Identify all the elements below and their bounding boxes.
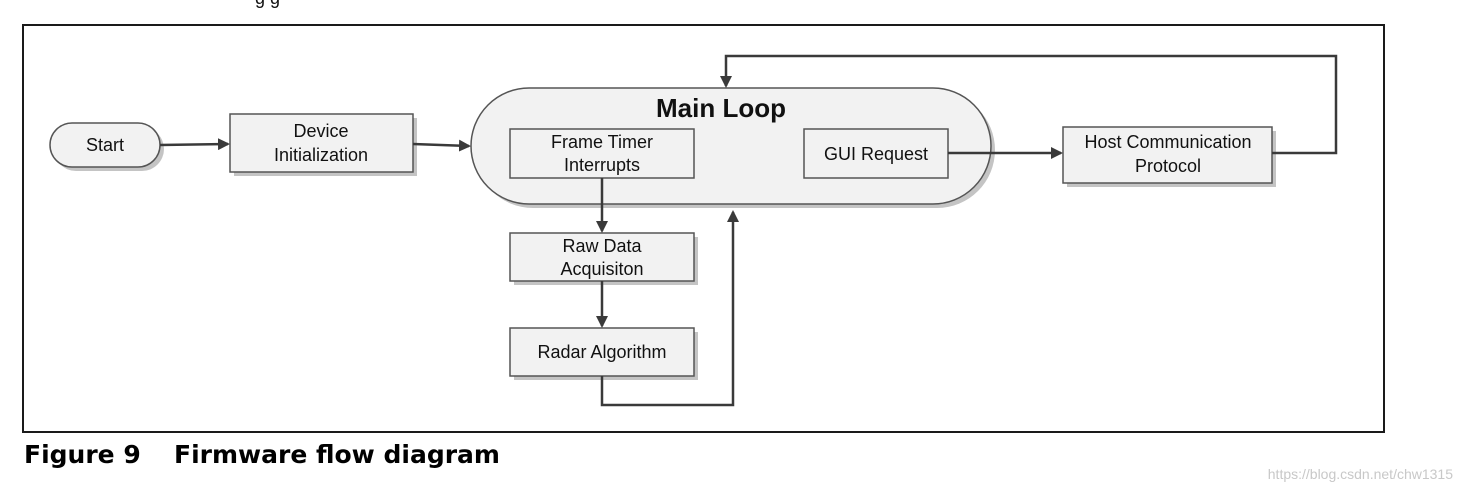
raw-data-node: [509, 232, 695, 282]
arrow-host-comm-back-to-main-loop: [720, 54, 1338, 155]
arrow-init-to-main-loop: [412, 139, 471, 152]
radar-algorithm-label: Radar Algorithm: [537, 342, 666, 362]
main-loop-title: Main Loop: [656, 93, 786, 123]
frame-timer-label-line2: Interrupts: [564, 155, 640, 175]
frame-timer-node: [509, 128, 695, 179]
raw-data-label-line1: Raw Data: [562, 236, 642, 256]
host-comm-label-line2: Protocol: [1135, 156, 1201, 176]
raw-data-label-line2: Acquisiton: [560, 259, 643, 279]
figure-number: Figure 9: [24, 440, 141, 469]
device-init-label-line2: Initialization: [274, 145, 368, 165]
diagram-frame: [22, 24, 1385, 433]
figure-title: Firmware flow diagram: [174, 440, 500, 469]
radar-algorithm-node: [509, 327, 695, 377]
host-comm-label-line1: Host Communication: [1084, 132, 1251, 152]
figure-caption: Figure 9 Firmware flow diagram: [24, 440, 500, 469]
firmware-flow-diagram: g g Start Device Initialization Main Loo…: [22, 0, 1385, 433]
header-partial-text: g g: [255, 0, 280, 8]
host-comm-node: [1062, 126, 1273, 184]
frame-timer-label-line1: Frame Timer: [551, 132, 653, 152]
start-label: Start: [86, 135, 124, 155]
arrow-start-to-init: [159, 138, 230, 151]
device-init-label-line1: Device: [293, 121, 348, 141]
watermark: https://blog.csdn.net/chw1315: [1267, 466, 1453, 482]
device-init-node: [229, 113, 414, 173]
arrow-radar-back-to-main-loop: [600, 210, 739, 407]
gui-request-label: GUI Request: [824, 144, 928, 164]
